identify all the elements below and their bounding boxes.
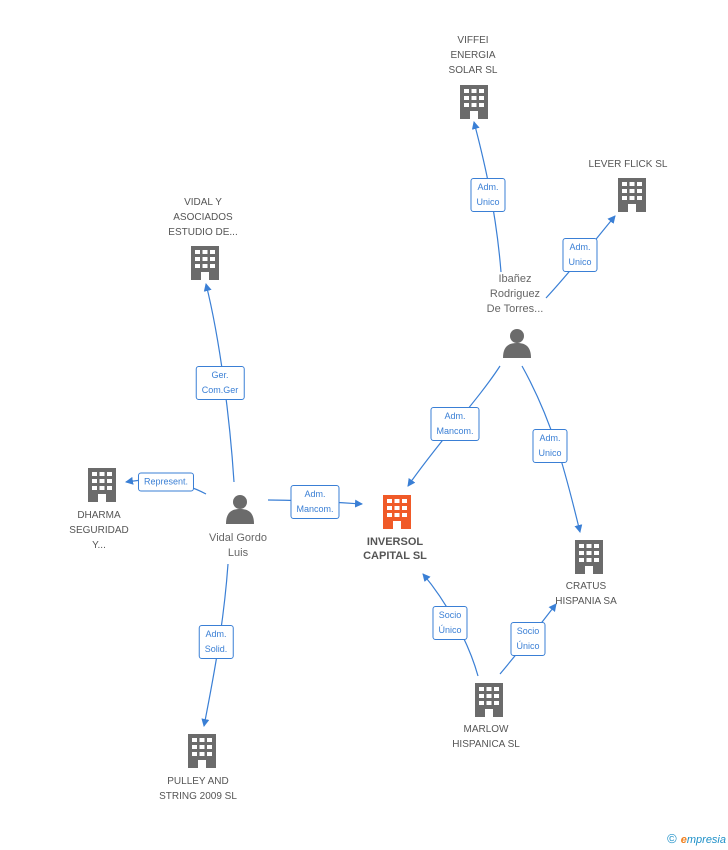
edge-label-line: Unico xyxy=(538,448,562,458)
node-label-cratus[interactable]: CRATUS HISPANIA SA xyxy=(555,579,617,609)
brand-initial: e xyxy=(680,834,687,846)
node-label-inversol[interactable]: INVERSOL CAPITAL SL xyxy=(363,535,427,563)
edge-label-ibanez-lever[interactable]: Adm. Unico xyxy=(562,238,598,272)
edge-label-marlow-cratus[interactable]: Socio Único xyxy=(510,622,546,656)
edge-label-line: Adm. xyxy=(444,411,466,421)
label-line: HISPANIA SA xyxy=(555,596,617,607)
edge-label-line: Unico xyxy=(476,197,500,207)
edge-label-line: Mancom. xyxy=(436,426,474,436)
label-line: ENERGIA xyxy=(450,50,496,61)
edge-label-line: Único xyxy=(516,641,540,651)
label-line: Ibañez xyxy=(498,273,532,285)
label-line: De Torres... xyxy=(486,303,544,315)
edge-label-line: Solid. xyxy=(204,644,228,654)
node-label-vidal-y[interactable]: VIDAL Y ASOCIADOS ESTUDIO DE... xyxy=(168,195,237,240)
label-line: SOLAR SL xyxy=(448,65,498,76)
edge-label-ibanez-cratus[interactable]: Adm. Unico xyxy=(532,429,568,463)
center-building-icon[interactable] xyxy=(383,495,411,529)
edge-label-line: Socio xyxy=(438,610,462,620)
node-label-ibanez[interactable]: Ibañez Rodriguez De Torres... xyxy=(487,272,544,317)
building-icon[interactable] xyxy=(188,734,216,768)
node-label-vidal-gordo[interactable]: Vidal Gordo Luis xyxy=(209,531,267,561)
edge-label-vidal-vidaly[interactable]: Ger. Com.Ger xyxy=(195,366,245,400)
label-line: Vidal Gordo xyxy=(209,532,267,544)
footer-brand[interactable]: ©empresia xyxy=(667,831,726,846)
edge-label-line: Com.Ger xyxy=(201,385,239,395)
edge-label-line: Adm. xyxy=(569,242,591,252)
label-line: LEVER FLICK SL xyxy=(588,159,668,170)
label-line: CRATUS xyxy=(565,581,607,592)
edge-label-line: Mancom. xyxy=(296,504,334,514)
label-line: ESTUDIO DE... xyxy=(168,227,238,238)
edge-label-vidal-pulley[interactable]: Adm. Solid. xyxy=(198,625,234,659)
building-icon[interactable] xyxy=(475,683,503,717)
edge-label-line: Único xyxy=(438,625,462,635)
label-line: STRING 2009 SL xyxy=(159,791,237,802)
edge-label-line: Ger. xyxy=(211,370,229,380)
edge-label-line: Socio xyxy=(516,626,540,636)
node-label-pulley[interactable]: PULLEY AND STRING 2009 SL xyxy=(159,774,237,804)
edge-label-ibanez-viffei[interactable]: Adm. Unico xyxy=(470,178,506,212)
edge-label-ibanez-inversol[interactable]: Adm. Mancom. xyxy=(430,407,480,441)
edge-label-line: Represent. xyxy=(143,476,189,487)
person-icon[interactable] xyxy=(226,495,254,524)
edge-label-line: Adm. xyxy=(539,433,561,443)
person-icon[interactable] xyxy=(503,329,531,358)
edge-label-vidal-dharma[interactable]: Represent. xyxy=(137,472,195,492)
edge-label-line: Adm. xyxy=(477,182,499,192)
node-label-marlow[interactable]: MARLOW HISPANICA SL xyxy=(452,722,520,752)
edge-label-line: Adm. xyxy=(304,489,326,499)
label-line: MARLOW xyxy=(463,724,509,735)
label-line: PULLEY AND xyxy=(167,776,229,787)
node-label-viffei[interactable]: VIFFEI ENERGIA SOLAR SL xyxy=(449,33,498,78)
building-icon[interactable] xyxy=(88,468,116,502)
label-line: Y... xyxy=(92,540,106,551)
building-icon[interactable] xyxy=(575,540,603,574)
copyright-icon: © xyxy=(667,831,677,846)
edge-label-vidal-inversol[interactable]: Adm. Mancom. xyxy=(290,485,340,519)
building-icon[interactable] xyxy=(618,178,646,212)
label-line: HISPANICA SL xyxy=(452,739,520,750)
label-line: Rodriguez xyxy=(489,288,541,300)
label-line: CAPITAL SL xyxy=(363,550,427,562)
label-line: DHARMA xyxy=(77,510,121,521)
building-icon[interactable] xyxy=(191,246,219,280)
edge-label-marlow-inversol[interactable]: Socio Único xyxy=(432,606,468,640)
edge-label-line: Unico xyxy=(568,257,592,267)
brand-name: mpresia xyxy=(686,834,726,846)
node-icons xyxy=(88,85,646,768)
label-line: Luis xyxy=(227,547,249,559)
label-line: VIFFEI xyxy=(457,35,489,46)
label-line: VIDAL Y xyxy=(184,197,222,208)
node-label-dharma[interactable]: DHARMA SEGURIDAD Y... xyxy=(69,508,128,553)
label-line: INVERSOL xyxy=(366,536,424,548)
label-line: SEGURIDAD xyxy=(69,525,129,536)
label-line: ASOCIADOS xyxy=(173,212,233,223)
edge-label-line: Adm. xyxy=(205,629,227,639)
building-icon[interactable] xyxy=(460,85,488,119)
node-label-lever[interactable]: LEVER FLICK SL xyxy=(589,157,668,172)
